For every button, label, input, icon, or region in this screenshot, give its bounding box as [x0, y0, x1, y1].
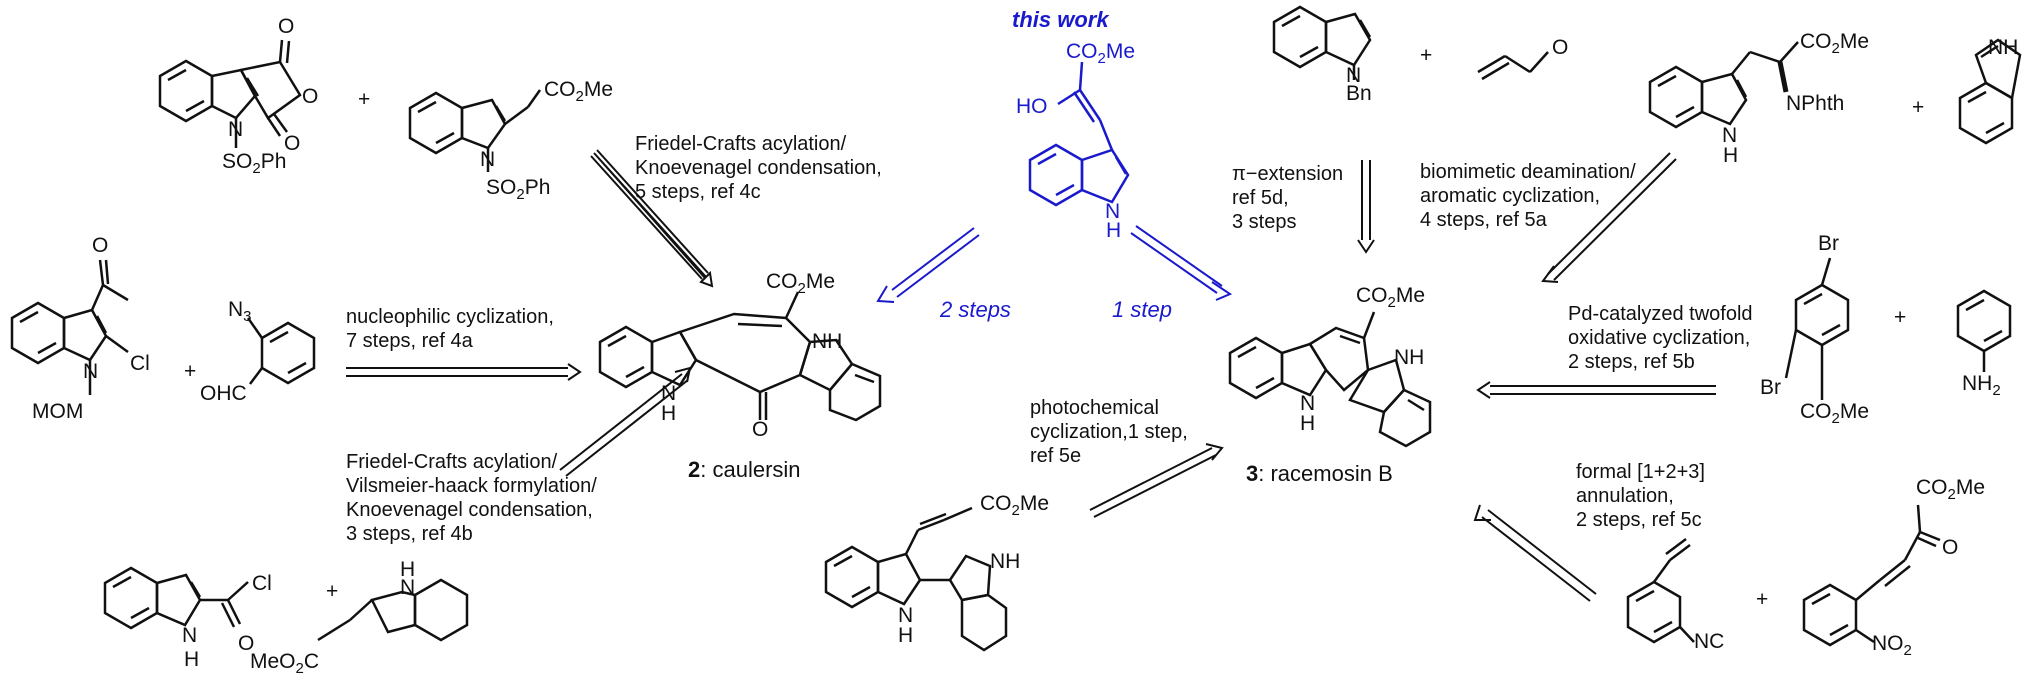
nitro-ketoester-structure — [1802, 504, 1941, 647]
n-label-5: N — [400, 576, 416, 599]
h-label-3: H — [661, 402, 677, 425]
co2me-label-3: CO2Me — [1066, 40, 1136, 68]
indole-structure — [1958, 38, 2022, 145]
caulersin-number: 2 — [688, 457, 701, 482]
so2ph-label-1: SO2Ph — [222, 150, 287, 178]
o-label-8: O — [1942, 536, 1959, 559]
plus-3: + — [326, 580, 339, 603]
racemosin-label: 3: racemosin B — [1246, 462, 1393, 486]
plus-7: + — [1756, 588, 1769, 611]
nh-label-4: NH — [990, 550, 1021, 573]
no2-label: NO2 — [1872, 632, 1912, 660]
protected-tryptophan-structure — [1648, 41, 1799, 129]
indole-acetate-structure — [408, 89, 542, 172]
this-work-indole-structure — [1028, 61, 1130, 207]
blue-arrows — [876, 225, 1233, 303]
co2me-label-8: CO2Me — [980, 492, 1050, 520]
two-steps-label: 2 steps — [940, 297, 1011, 322]
plus-1: + — [358, 88, 371, 111]
nh-label-1: NH — [812, 330, 843, 353]
h-label-6: H — [1300, 412, 1316, 435]
n-label-3: N — [83, 360, 99, 383]
cl-label-2: Cl — [252, 572, 272, 595]
this-work-title: this work — [1012, 7, 1109, 32]
o-label-1: O — [278, 15, 295, 38]
bn-label: Bn — [1346, 82, 1372, 105]
caulersin-structure — [598, 291, 882, 422]
n-label-6: N — [661, 382, 677, 405]
caulersin-label: 2: caulersin — [688, 458, 801, 482]
condition-fc-knoevenagel: Friedel-Crafts acylation/ Knoevenagel co… — [635, 133, 882, 203]
indole-2-acetate-structure — [317, 578, 469, 642]
meo2c-label: MeO2C — [250, 650, 320, 678]
ohc-label: OHC — [200, 382, 247, 405]
o-label-3: O — [284, 132, 301, 155]
nc-label: NC — [1694, 630, 1725, 653]
o-label-6: O — [752, 418, 769, 441]
plus-6: + — [1894, 306, 1907, 329]
ho-label: HO — [1016, 95, 1048, 118]
nphth-label: NPhth — [1786, 92, 1845, 115]
caulersin-name: : caulersin — [700, 457, 801, 482]
one-step-label: 1 step — [1112, 297, 1172, 322]
condition-biomimetic: biomimetic deamination/ aromatic cycliza… — [1420, 161, 1636, 231]
h-label-4: H — [1106, 219, 1122, 242]
br-label-2: Br — [1760, 376, 1781, 399]
co2me-label-5: CO2Me — [1356, 284, 1426, 312]
o-label-7: O — [1552, 36, 1569, 59]
o-label-5: O — [238, 632, 255, 655]
azidobenzaldehyde-structure — [246, 317, 316, 385]
n-label-10: N — [1300, 392, 1316, 415]
h-label-5: H — [1723, 144, 1739, 167]
condition-photochemical: photochemical cyclization,1 step, ref 5e — [1030, 397, 1188, 467]
n-label-11: N — [898, 604, 914, 627]
racemosin-number: 3 — [1246, 461, 1259, 486]
condition-fc-vilsmeier: Friedel-Crafts acylation/ Vilsmeier-haac… — [346, 451, 597, 545]
condition-pi-extension: π−extension ref 5d, 3 steps — [1232, 163, 1344, 233]
n-label-4: N — [182, 624, 198, 647]
racemosin-structure — [1228, 311, 1432, 448]
n3-label: N3 — [228, 298, 252, 326]
vinyl-isocyanide-structure — [1626, 538, 1695, 644]
condition-pd: Pd-catalyzed twofold oxidative cyclizati… — [1568, 303, 1753, 373]
plus-5: + — [1912, 96, 1925, 119]
co2me-label-6: CO2Me — [1800, 400, 1870, 428]
biindole-structure — [824, 506, 1008, 652]
nh-label-3: NH — [1394, 346, 1425, 369]
h-label-2: H — [400, 558, 416, 581]
o-label-4: O — [92, 234, 109, 257]
h-label-1: H — [184, 648, 200, 671]
hollow-arrows — [346, 149, 1716, 602]
indole-anhydride-structure — [158, 39, 302, 148]
o-label-2: O — [302, 85, 319, 108]
cl-label-1: Cl — [130, 352, 150, 375]
condition-nucleophilic: nucleophilic cyclization, 7 steps, ref 4… — [346, 306, 554, 352]
n-label-8: N — [1346, 64, 1362, 87]
aniline-structure — [1956, 289, 2012, 372]
mom-label: MOM — [32, 400, 84, 423]
so2ph-label-2: SO2Ph — [486, 176, 551, 204]
n-benzylindole-structure — [1272, 5, 1372, 80]
co2me-label-1: CO2Me — [544, 78, 614, 106]
racemosin-name: : racemosin B — [1258, 461, 1393, 486]
plus-4: + — [1420, 44, 1433, 67]
chloroindole-structure — [10, 259, 129, 395]
co2me-label-4: CO2Me — [1800, 30, 1870, 58]
n-label-9: N — [1722, 124, 1738, 147]
indole-acid-chloride-structure — [103, 566, 249, 630]
n-label-7: N — [1105, 200, 1121, 223]
co2me-label-7: CO2Me — [1916, 476, 1986, 504]
nh-label-2: NH — [1988, 36, 2019, 59]
acrolein-structure — [1477, 51, 1549, 81]
co2me-label-2: CO2Me — [766, 270, 836, 298]
nh2-label: NH2 — [1962, 372, 2001, 400]
n-label-1: N — [228, 118, 244, 141]
n-label-2: N — [480, 148, 496, 171]
plus-2: + — [184, 360, 197, 383]
condition-formal-annulation: formal [1+2+3] annulation, 2 steps, ref … — [1576, 461, 1705, 531]
h-label-7: H — [898, 624, 914, 647]
br-label-1: Br — [1818, 232, 1839, 255]
dibromobenzoate-structure — [1784, 257, 1850, 400]
